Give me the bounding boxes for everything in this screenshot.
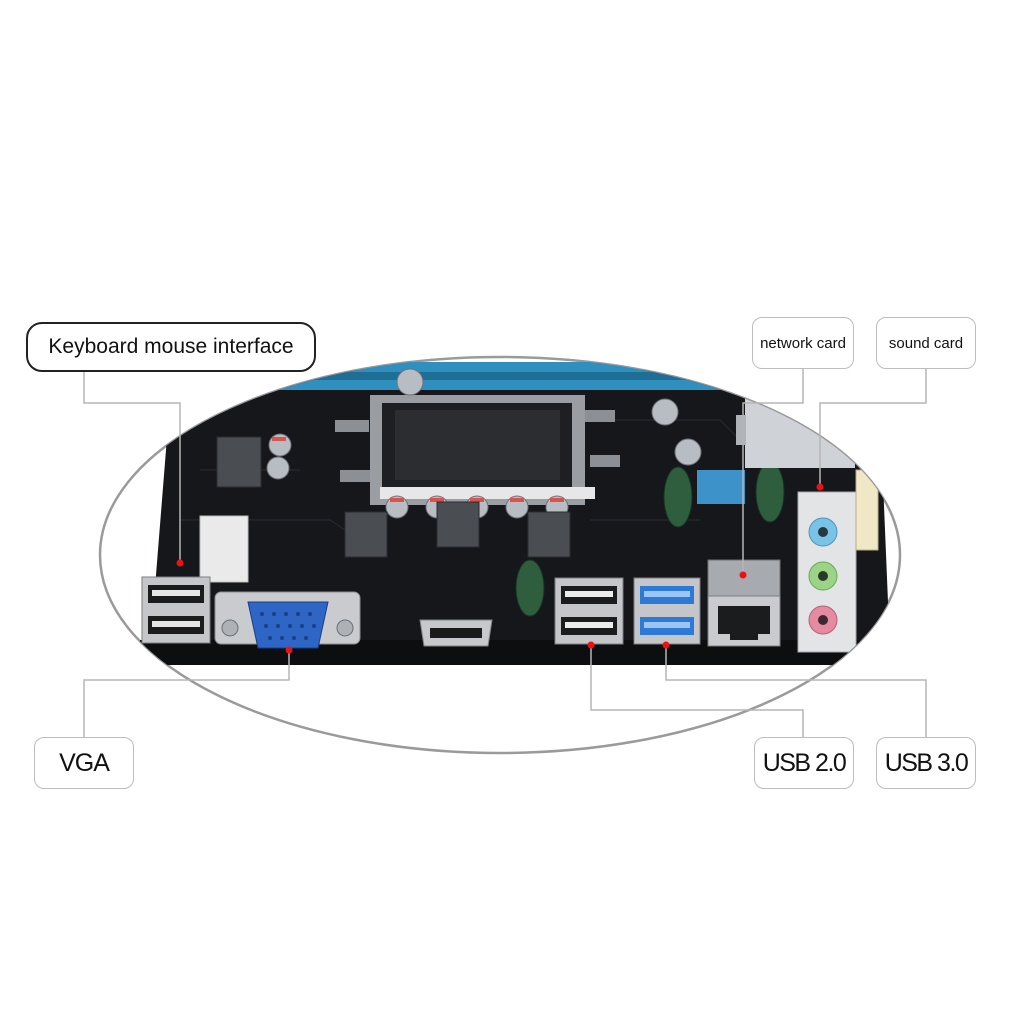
label-vga: VGA	[34, 737, 134, 789]
usb3-stack	[633, 577, 701, 645]
usb-stack-left	[141, 576, 211, 644]
label-keyboard-mouse-interface: Keyboard mouse interface	[26, 322, 316, 372]
leader-usb2	[590, 645, 804, 737]
dot-sound	[816, 483, 824, 491]
dot-vga	[285, 646, 293, 654]
label-usb2: USB 2.0	[754, 737, 854, 789]
leader-vga	[83, 650, 290, 737]
dot-usb2	[587, 641, 595, 649]
usb2-stack	[554, 577, 624, 645]
board-content	[140, 362, 900, 665]
label-network-card: network card	[752, 317, 854, 369]
leader-usb3	[665, 645, 927, 737]
leader-lines	[83, 369, 927, 737]
dot-usb3	[662, 641, 670, 649]
hdmi-port	[419, 619, 493, 647]
dot-keyboard	[176, 559, 184, 567]
leader-network	[742, 369, 804, 575]
callout-dots	[176, 483, 824, 654]
leader-keyboard	[83, 372, 181, 563]
label-sound-card: sound card	[876, 317, 976, 369]
audio-panel	[797, 491, 857, 653]
dot-network	[739, 571, 747, 579]
vga-port	[214, 591, 361, 649]
leader-sound	[819, 369, 927, 487]
label-usb3: USB 3.0	[876, 737, 976, 789]
